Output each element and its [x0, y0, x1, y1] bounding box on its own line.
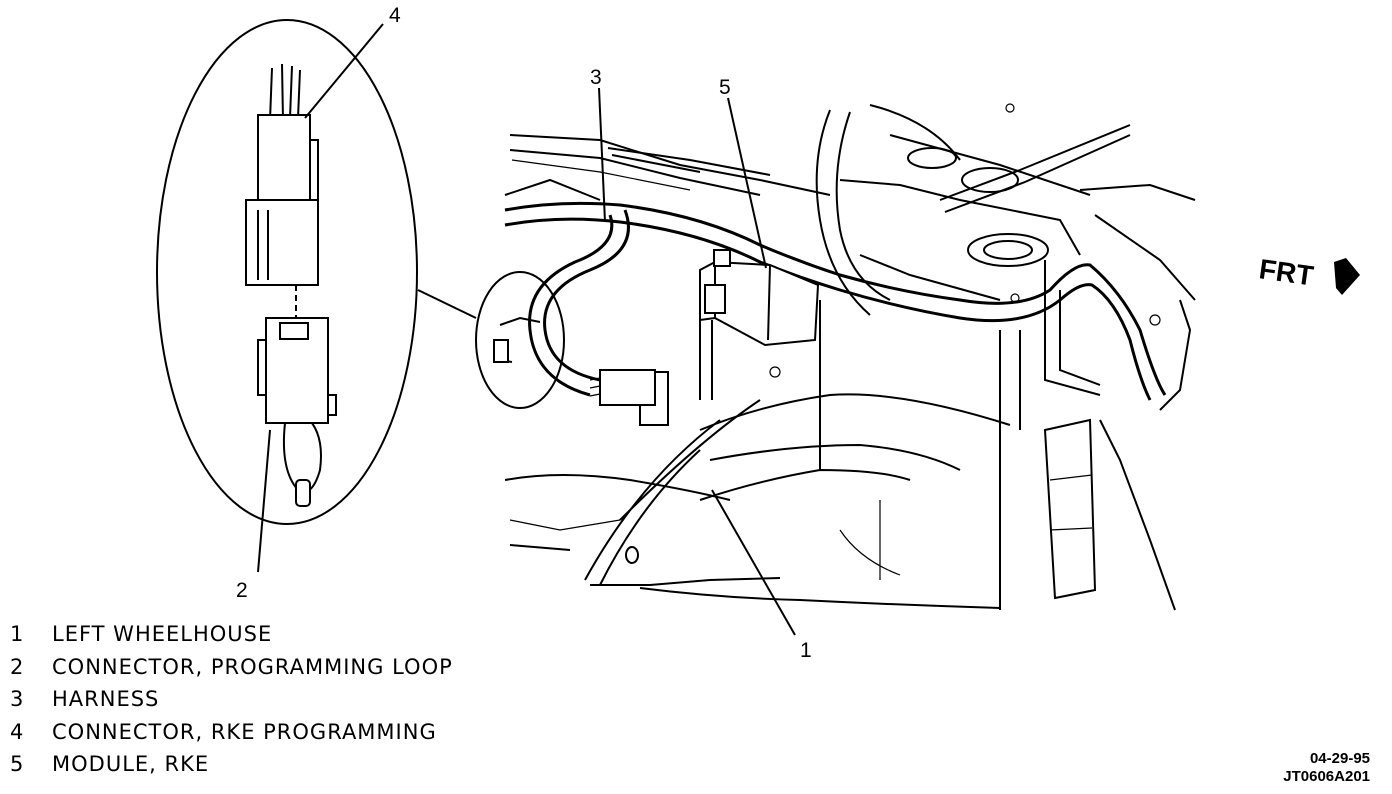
callout-3: 3	[590, 66, 602, 89]
frt-label: FRT	[1257, 253, 1315, 291]
legend-item: 3 HARNESS	[10, 683, 453, 716]
legend-item: 1 LEFT WHEELHOUSE	[10, 618, 453, 651]
legend-text: CONNECTOR, PROGRAMMING LOOP	[52, 654, 453, 679]
legend-text: LEFT WHEELHOUSE	[52, 622, 273, 646]
figure-identifier: 04-29-95 JT0606A201	[1283, 750, 1370, 786]
vehicle-interior-drawing	[504, 103, 1196, 611]
callout-5: 5	[719, 76, 731, 99]
legend-number: 1	[10, 622, 25, 646]
legend-number: 3	[10, 687, 25, 711]
harness-connector-inset	[475, 271, 565, 409]
callout-2: 2	[236, 579, 248, 602]
legend-item: 5 MODULE, RKE	[10, 748, 453, 781]
connector-detail-view	[156, 19, 477, 525]
callout-leaders	[257, 23, 796, 636]
legend-item: 2 CONNECTOR, PROGRAMMING LOOP	[10, 651, 453, 684]
legend: 1 LEFT WHEELHOUSE 2 CONNECTOR, PROGRAMMI…	[10, 618, 453, 781]
legend-text: HARNESS	[52, 687, 160, 711]
callout-1: 1	[800, 639, 812, 662]
legend-text: MODULE, RKE	[52, 752, 210, 776]
legend-number: 4	[10, 719, 25, 744]
legend-number: 2	[10, 654, 25, 679]
legend-number: 5	[10, 752, 25, 776]
figure-date: 04-29-95	[1309, 750, 1370, 767]
legend-item: 4 CONNECTOR, RKE PROGRAMMING	[10, 716, 453, 749]
direction-arrow-icon	[1334, 258, 1360, 295]
callout-4: 4	[389, 4, 401, 27]
figure-code: JT0606A201	[1283, 768, 1370, 785]
legend-text: CONNECTOR, RKE PROGRAMMING	[52, 719, 437, 744]
front-direction-indicator: FRT	[1257, 253, 1360, 295]
